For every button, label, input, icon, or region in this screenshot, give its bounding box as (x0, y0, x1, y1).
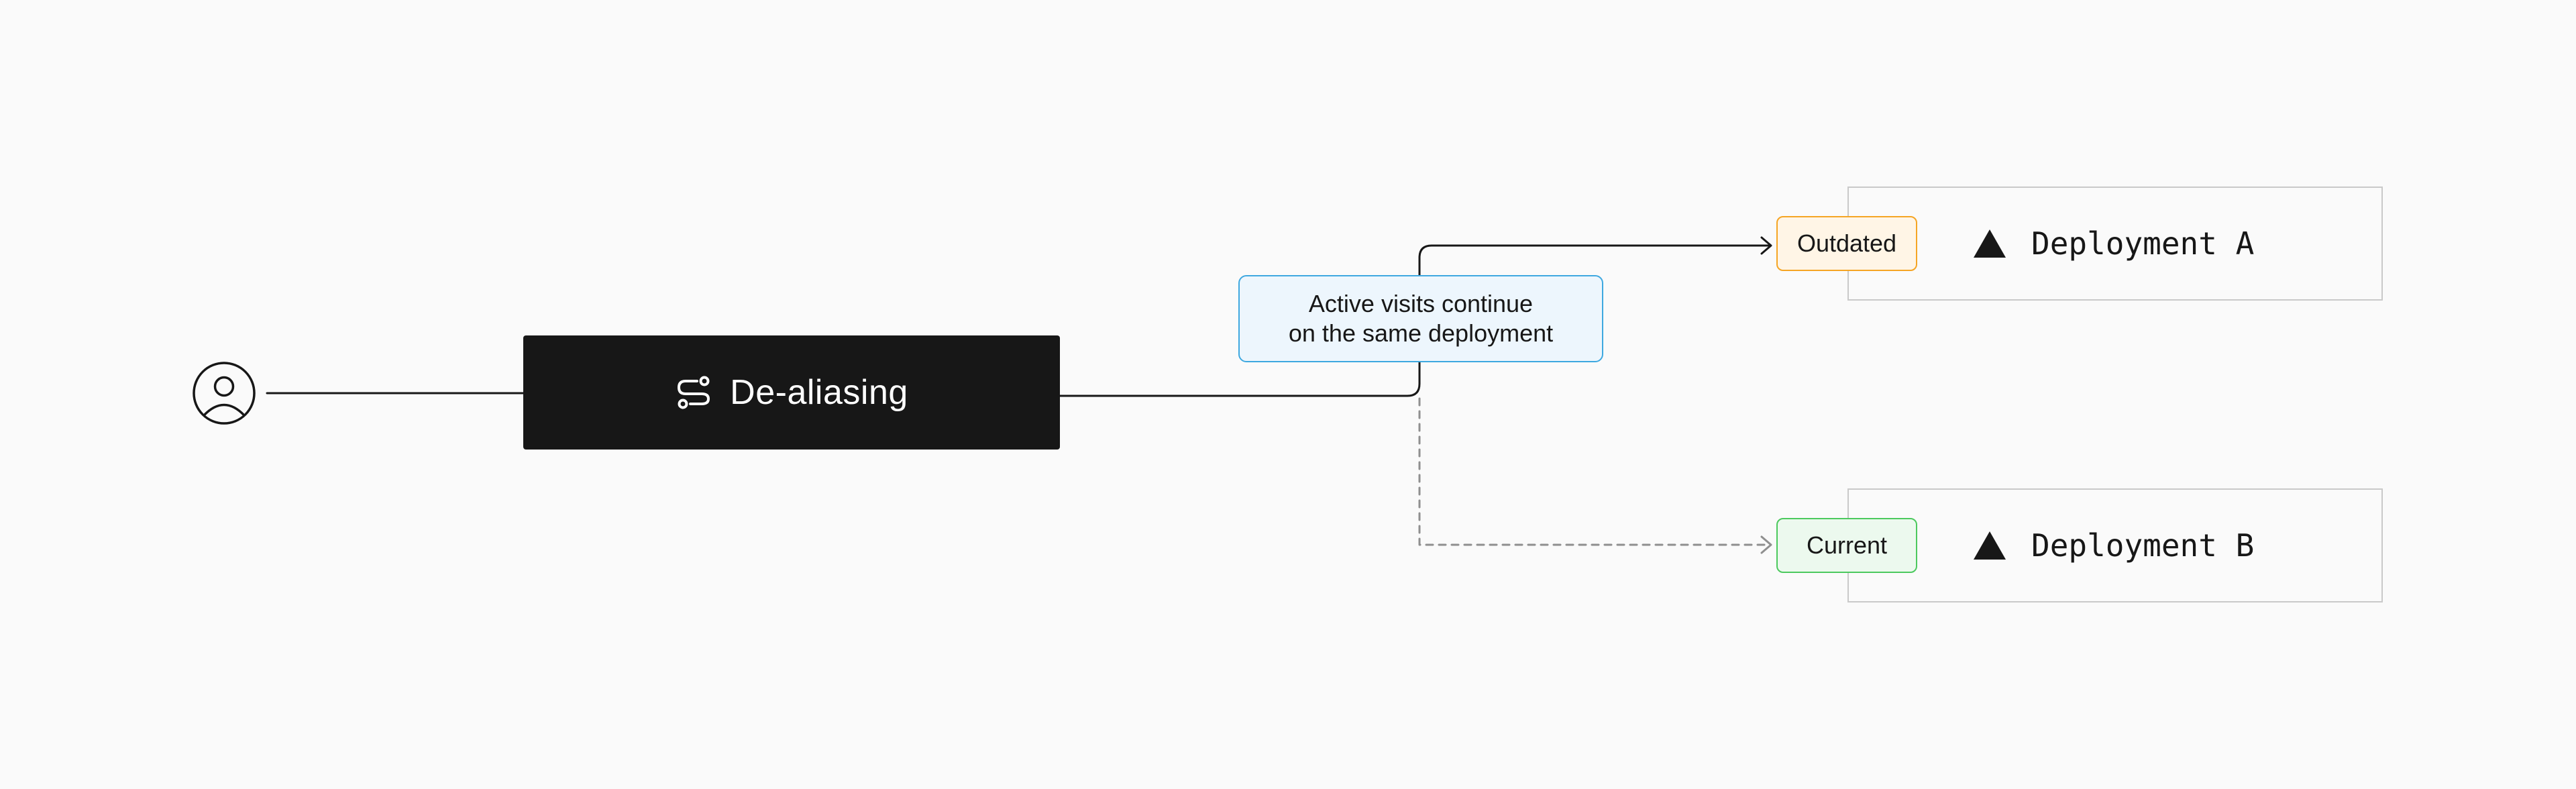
triangle-icon (1974, 229, 2006, 258)
note-line-2: on the same deployment (1288, 319, 1554, 347)
arrow-head-deployment-a (1760, 236, 1772, 255)
active-visits-note: Active visits continue on the same deplo… (1238, 275, 1603, 362)
route-icon (678, 376, 710, 409)
router-to-branch-line (1059, 361, 1421, 397)
outdated-badge-label: Outdated (1796, 229, 1897, 257)
deployment-a-node: Deployment A (1847, 187, 2383, 301)
note-line-1: Active visits continue (1308, 290, 1534, 317)
de-aliasing-label: De-aliasing (730, 373, 908, 412)
arrow-head-deployment-b (1760, 535, 1772, 554)
current-badge-label: Current (1806, 531, 1888, 559)
outdated-badge: Outdated (1776, 216, 1917, 271)
branch-to-deployment-a-line (1418, 244, 1771, 276)
triangle-icon (1974, 531, 2006, 560)
branch-to-deployment-b-dashed-line (1418, 397, 1770, 546)
deployment-b-label: Deployment B (2031, 527, 2255, 564)
deployment-a-label: Deployment A (2031, 225, 2255, 262)
user-avatar-icon (193, 362, 256, 425)
de-aliasing-node: De-aliasing (523, 335, 1060, 450)
deployment-b-node: Deployment B (1847, 488, 2383, 602)
current-badge: Current (1776, 518, 1917, 573)
